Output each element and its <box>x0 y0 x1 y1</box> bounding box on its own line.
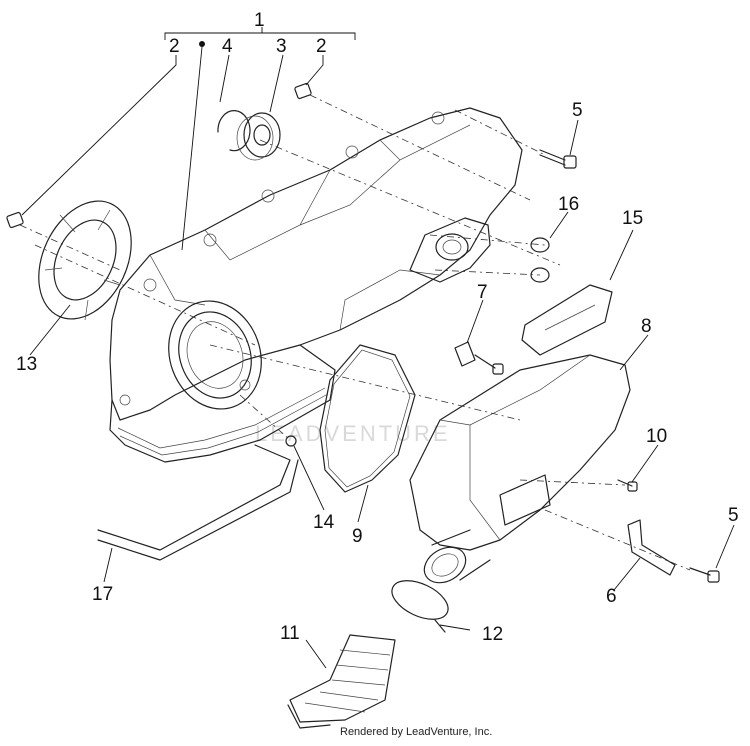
callout-10: 10 <box>646 426 667 447</box>
callout-2-left: 2 <box>169 36 180 57</box>
part-5-bolt-bottom <box>689 567 720 583</box>
part-17-tube <box>97 444 299 561</box>
callout-17: 17 <box>92 584 113 605</box>
callout-14: 14 <box>313 512 335 533</box>
part-10-screw <box>617 479 638 492</box>
callout-3: 3 <box>276 36 287 57</box>
callout-1: 1 <box>254 10 265 31</box>
callout-5-top: 5 <box>572 100 583 121</box>
callout-16: 16 <box>558 194 579 215</box>
callout-5-bottom: 5 <box>728 505 739 526</box>
part-14-screw <box>285 435 297 447</box>
part-11-bellows-hose <box>287 634 396 729</box>
part-13-screen <box>38 200 132 321</box>
part-3-bearing <box>236 112 281 161</box>
callout-8: 8 <box>641 316 652 337</box>
callout-numbers: 1 2 2 3 4 5 5 6 7 8 9 10 11 12 13 14 15 … <box>16 10 739 645</box>
part-16-grommets <box>530 237 550 283</box>
callout-11: 11 <box>280 623 300 644</box>
credit-text: Rendered by LeadVenture, Inc. <box>340 726 493 738</box>
assembly-axes <box>19 94 691 571</box>
callout-15: 15 <box>622 208 643 229</box>
callout-1-bracket <box>164 27 356 40</box>
callout-6: 6 <box>606 586 617 607</box>
transmission-cover <box>109 107 523 463</box>
part-5-bolt-top <box>539 149 577 169</box>
callout-12: 12 <box>482 624 503 645</box>
part-4-circlip <box>217 110 251 152</box>
part-15-badge-cover <box>521 284 613 356</box>
callout-7: 7 <box>477 282 488 303</box>
part-9-gasket <box>319 344 416 493</box>
part-12-clamp <box>391 580 449 633</box>
leader-lines <box>21 41 735 669</box>
part-7-bracket-bolt <box>454 341 504 375</box>
part-2-dowel-right <box>294 82 312 100</box>
callout-9: 9 <box>352 526 363 547</box>
part-2-dowel-left <box>6 211 24 229</box>
callout-13: 13 <box>16 354 37 375</box>
callout-4: 4 <box>222 36 233 57</box>
callout-2-right: 2 <box>316 36 327 57</box>
part-8-air-intake <box>409 354 631 584</box>
part-6-bracket <box>627 519 676 576</box>
